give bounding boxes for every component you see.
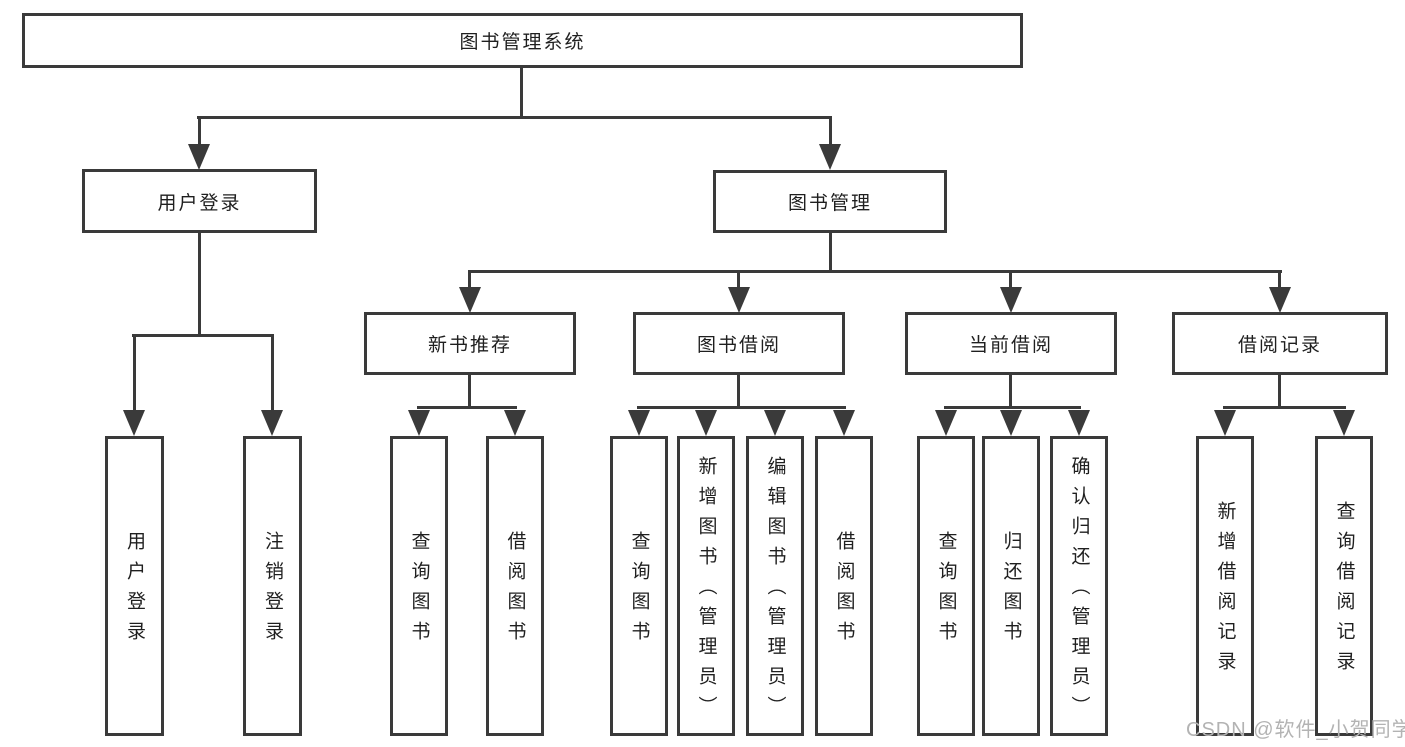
node-label: 借阅图书 — [833, 531, 855, 651]
arrow-down-icon — [261, 410, 283, 436]
node-label: 查询借阅记录 — [1333, 501, 1355, 681]
connector-line — [271, 335, 274, 412]
leaf-query-borrow-record: 查询借阅记录 — [1315, 436, 1373, 736]
arrow-down-icon — [123, 410, 145, 436]
node-label: 借阅图书 — [504, 531, 526, 651]
arrow-down-icon — [819, 144, 841, 170]
arrow-down-icon — [408, 410, 430, 436]
arrow-down-icon — [188, 144, 210, 170]
node-label: 查询图书 — [408, 531, 430, 651]
arrow-down-icon — [1068, 410, 1090, 436]
connector-line — [132, 334, 274, 337]
connector-line — [468, 270, 1282, 273]
arrow-down-icon — [1214, 410, 1236, 436]
node-label: 用户登录 — [124, 531, 145, 651]
connector-line — [417, 406, 517, 409]
connector-line — [737, 271, 740, 291]
arrow-down-icon — [1000, 287, 1022, 313]
connector-line — [1009, 375, 1012, 409]
arrow-down-icon — [1000, 410, 1022, 436]
node-book-management: 图书管理 — [713, 170, 947, 233]
node-label: 图书管理 — [787, 193, 872, 214]
leaf-borrow-book: 借阅图书 — [815, 436, 873, 736]
leaf-add-borrow-record: 新增借阅记录 — [1196, 436, 1254, 736]
connector-line — [468, 271, 471, 291]
node-label: 归还图书 — [1000, 531, 1022, 651]
leaf-edit-book-admin: 编辑图书（管理员） — [746, 436, 804, 736]
leaf-query-books-borrow: 查询图书 — [610, 436, 668, 736]
node-label: 确认归还（管理员） — [1068, 456, 1090, 726]
node-current-borrow: 当前借阅 — [905, 312, 1117, 375]
connector-line — [637, 406, 846, 409]
node-label: 新增借阅记录 — [1214, 501, 1236, 681]
arrow-down-icon — [1333, 410, 1355, 436]
node-label: 注销登录 — [262, 531, 283, 651]
node-label: 查询图书 — [628, 531, 650, 651]
node-label: 当前借阅 — [968, 335, 1053, 356]
node-new-book-recommend: 新书推荐 — [364, 312, 576, 375]
leaf-borrow-books-recommend: 借阅图书 — [486, 436, 544, 736]
node-borrow-records: 借阅记录 — [1172, 312, 1388, 375]
node-root-library-system: 图书管理系统 — [22, 13, 1023, 68]
arrow-down-icon — [935, 410, 957, 436]
connector-line — [198, 233, 201, 336]
node-label: 借阅记录 — [1237, 335, 1322, 356]
connector-line — [829, 117, 832, 147]
connector-line — [468, 375, 471, 409]
csdn-watermark: CSDN @软件_小贺同学 — [1186, 719, 1405, 741]
leaf-user-login: 用户登录 — [105, 436, 164, 736]
arrow-down-icon — [695, 410, 717, 436]
connector-line — [520, 68, 523, 117]
connector-line — [1009, 271, 1012, 291]
connector-line — [1278, 375, 1281, 409]
node-label: 编辑图书（管理员） — [764, 456, 786, 726]
connector-line — [198, 117, 201, 147]
connector-line — [1223, 406, 1346, 409]
node-label: 新书推荐 — [427, 335, 512, 356]
connector-line — [829, 233, 832, 273]
arrow-down-icon — [833, 410, 855, 436]
leaf-confirm-return-admin: 确认归还（管理员） — [1050, 436, 1108, 736]
node-label: 图书管理系统 — [459, 32, 586, 53]
connector-line — [133, 335, 136, 412]
connector-line — [197, 116, 832, 119]
arrow-down-icon — [504, 410, 526, 436]
leaf-query-books-current: 查询图书 — [917, 436, 975, 736]
connector-line — [1278, 271, 1281, 291]
arrow-down-icon — [628, 410, 650, 436]
node-book-borrow: 图书借阅 — [633, 312, 845, 375]
arrow-down-icon — [764, 410, 786, 436]
node-label: 查询图书 — [935, 531, 957, 651]
arrow-down-icon — [459, 287, 481, 313]
connector-line — [737, 375, 740, 409]
node-user-login: 用户登录 — [82, 169, 317, 233]
leaf-add-book-admin: 新增图书（管理员） — [677, 436, 735, 736]
leaf-return-book: 归还图书 — [982, 436, 1040, 736]
arrow-down-icon — [728, 287, 750, 313]
connector-line — [944, 406, 1081, 409]
node-label: 图书借阅 — [696, 335, 781, 356]
leaf-logout: 注销登录 — [243, 436, 302, 736]
node-label: 新增图书（管理员） — [695, 456, 717, 726]
arrow-down-icon — [1269, 287, 1291, 313]
leaf-query-books-recommend: 查询图书 — [390, 436, 448, 736]
node-label: 用户登录 — [157, 192, 242, 214]
